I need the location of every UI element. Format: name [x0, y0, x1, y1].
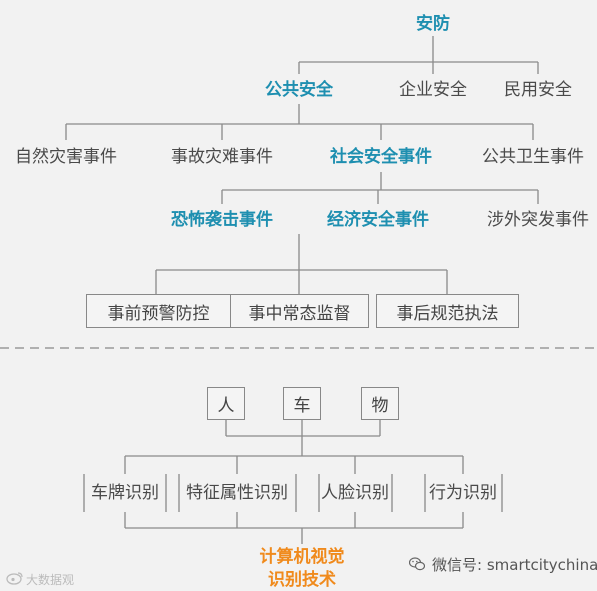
- node-public-security: 公共安全: [265, 80, 333, 100]
- node-civil-security: 民用安全: [504, 80, 572, 100]
- node-accident-disaster: 事故灾难事件: [171, 147, 273, 167]
- method-plate-recognition: 车牌识别: [91, 483, 159, 503]
- stage-box-after: 事后规范执法: [376, 294, 519, 328]
- wechat-account-label: 微信号: smartcitychina: [432, 554, 597, 575]
- method-attribute-recognition: 特征属性识别: [186, 483, 288, 503]
- wechat-id: smartcitychina: [486, 556, 597, 574]
- weibo-logo-icon: [6, 572, 23, 585]
- wechat-icon: [409, 557, 425, 571]
- stage-box-before: 事前预警防控: [86, 294, 231, 328]
- core-technology-line2: 识别技术: [268, 570, 336, 590]
- core-technology-line1: 计算机视觉: [259, 547, 345, 567]
- node-social-security: 社会安全事件: [330, 147, 432, 167]
- object-box-person: 人: [207, 387, 245, 420]
- node-economic-security: 经济安全事件: [327, 210, 429, 230]
- method-behavior-recognition: 行为识别: [429, 483, 497, 503]
- node-foreign-emergency: 涉外突发事件: [487, 210, 589, 230]
- method-face-recognition: 人脸识别: [321, 483, 389, 503]
- root-node: 安防: [416, 14, 450, 34]
- wechat-prefix: 微信号:: [432, 556, 487, 574]
- node-terror-attack: 恐怖袭击事件: [171, 210, 273, 230]
- stage-box-during: 事中常态监督: [230, 294, 369, 328]
- node-natural-disaster: 自然灾害事件: [15, 147, 117, 167]
- node-public-health: 公共卫生事件: [482, 147, 584, 167]
- node-enterprise-security: 企业安全: [399, 80, 467, 100]
- object-box-thing: 物: [361, 387, 399, 420]
- source-watermark: 大数据观: [26, 573, 75, 587]
- object-box-vehicle: 车: [283, 387, 321, 420]
